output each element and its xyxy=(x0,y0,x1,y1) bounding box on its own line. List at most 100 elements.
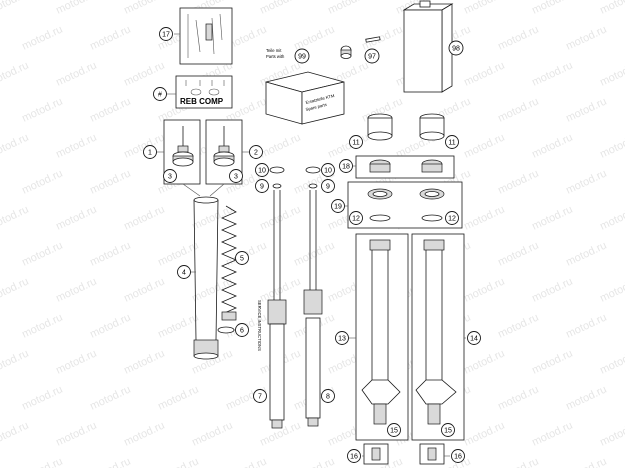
watermark-text: motod.ru xyxy=(598,0,625,17)
svg-text:16: 16 xyxy=(454,454,462,461)
part-decal-reb-comp: REB COMP xyxy=(175,75,233,109)
watermark-text: motod.ru xyxy=(462,0,506,17)
callout-12-right: 12 xyxy=(445,211,459,225)
watermark-text: motod.ru xyxy=(530,59,574,88)
svg-text:4: 4 xyxy=(182,270,186,277)
watermark-text: motod.ru xyxy=(462,419,506,448)
watermark-text: motod.ru xyxy=(122,203,166,232)
watermark-text: motod.ru xyxy=(564,239,608,268)
watermark-text: motod.ru xyxy=(156,455,200,468)
svg-text:11: 11 xyxy=(448,140,455,147)
callout-19: 19 xyxy=(331,199,345,213)
svg-text:5: 5 xyxy=(240,256,244,263)
watermark-text: motod.ru xyxy=(462,347,506,376)
part-11-top-caps xyxy=(367,113,445,141)
watermark-text: motod.ru xyxy=(20,167,64,196)
svg-text:97: 97 xyxy=(368,54,376,61)
watermark-text: motod.ru xyxy=(564,383,608,412)
part-4-fork-tube xyxy=(193,196,219,360)
part-13-outer-tube-left xyxy=(355,233,409,441)
part-14-outer-tube-right xyxy=(411,233,465,441)
watermark-text: motod.ru xyxy=(462,203,506,232)
svg-text:98: 98 xyxy=(452,46,460,53)
watermark-text: motod.ru xyxy=(564,167,608,196)
svg-text:8: 8 xyxy=(326,394,330,401)
watermark-text: motod.ru xyxy=(122,275,166,304)
watermark-text: motod.ru xyxy=(598,275,625,304)
watermark-text: motod.ru xyxy=(598,419,625,448)
callout-16-left: 16 xyxy=(347,449,361,463)
svg-text:12: 12 xyxy=(448,216,456,223)
part-16-axle-clamps xyxy=(363,443,445,465)
watermark-text: motod.ru xyxy=(530,0,574,17)
svg-text:99: 99 xyxy=(298,54,306,61)
watermark-text: motod.ru xyxy=(190,419,234,448)
part-8-damper-cartridge xyxy=(303,190,323,427)
watermark-text: motod.ru xyxy=(20,239,64,268)
part-6-spacer xyxy=(217,326,235,334)
watermark-text: motod.ru xyxy=(496,239,540,268)
watermark-text: motod.ru xyxy=(88,95,132,124)
part-19-seal-kit xyxy=(347,181,463,229)
watermark-text: motod.ru xyxy=(190,275,234,304)
watermark-text: motod.ru xyxy=(258,131,302,160)
kit-note-line2: Parts with xyxy=(266,54,285,59)
svg-text:SERVICE INSTRUCTIONS: SERVICE INSTRUCTIONS xyxy=(257,300,262,351)
watermark-text: motod.ru xyxy=(54,275,98,304)
watermark-text: motod.ru xyxy=(530,347,574,376)
watermark-text: motod.ru xyxy=(0,347,31,376)
callout-99: 99 xyxy=(294,48,310,64)
watermark-text: motod.ru xyxy=(88,311,132,340)
watermark-text: motod.ru xyxy=(0,59,31,88)
callout-6: 6 xyxy=(235,323,249,337)
watermark-text: motod.ru xyxy=(598,347,625,376)
callout-97: 97 xyxy=(364,48,380,64)
callout-12-left: 12 xyxy=(349,211,363,225)
watermark-text: motod.ru xyxy=(564,95,608,124)
callout-3-right: 3 xyxy=(229,169,243,183)
watermark-text: motod.ru xyxy=(20,455,64,468)
part-7-damper-cartridge: SERVICE INSTRUCTIONS xyxy=(257,190,287,429)
watermark-text: motod.ru xyxy=(88,23,132,52)
watermark-text: motod.ru xyxy=(0,275,31,304)
watermark-text: motod.ru xyxy=(54,419,98,448)
watermark-text: motod.ru xyxy=(326,0,370,17)
callout-hash: # xyxy=(153,87,167,101)
callout-18: 18 xyxy=(339,159,353,173)
watermark-text: motod.ru xyxy=(122,0,166,17)
watermark-text: motod.ru xyxy=(598,203,625,232)
watermark-text: motod.ru xyxy=(530,419,574,448)
watermark-text: motod.ru xyxy=(156,383,200,412)
watermark-text: motod.ru xyxy=(88,167,132,196)
watermark-text: motod.ru xyxy=(156,239,200,268)
part-9-10-seals xyxy=(269,166,321,189)
decal-text: REB COMP xyxy=(180,97,224,106)
watermark-text: motod.ru xyxy=(496,95,540,124)
callout-8: 8 xyxy=(321,389,335,403)
svg-text:15: 15 xyxy=(444,428,452,435)
watermark-text: motod.ru xyxy=(54,59,98,88)
watermark-text: motod.ru xyxy=(462,275,506,304)
watermark-text: motod.ru xyxy=(496,167,540,196)
watermark-text: motod.ru xyxy=(54,203,98,232)
callout-7: 7 xyxy=(253,389,267,403)
watermark-text: motod.ru xyxy=(598,59,625,88)
callout-15-right: 15 xyxy=(441,423,455,437)
part-98-fork-oil-canister xyxy=(402,0,454,93)
callout-13: 13 xyxy=(335,331,349,345)
svg-text:11: 11 xyxy=(352,140,359,147)
svg-text:18: 18 xyxy=(342,164,350,171)
callout-10-left: 10 xyxy=(255,163,269,177)
callout-9-right: 9 xyxy=(321,179,335,193)
part-97-bushing xyxy=(340,36,381,59)
svg-text:1: 1 xyxy=(148,150,152,157)
watermark-text: motod.ru xyxy=(122,347,166,376)
part-18-bushings xyxy=(355,155,455,179)
watermark-text: motod.ru xyxy=(54,347,98,376)
watermark-text: motod.ru xyxy=(530,203,574,232)
svg-text:16: 16 xyxy=(350,454,358,461)
svg-text:9: 9 xyxy=(260,184,264,191)
watermark-text: motod.ru xyxy=(224,455,268,468)
watermark-text: motod.ru xyxy=(564,311,608,340)
watermark-text: motod.ru xyxy=(292,455,336,468)
